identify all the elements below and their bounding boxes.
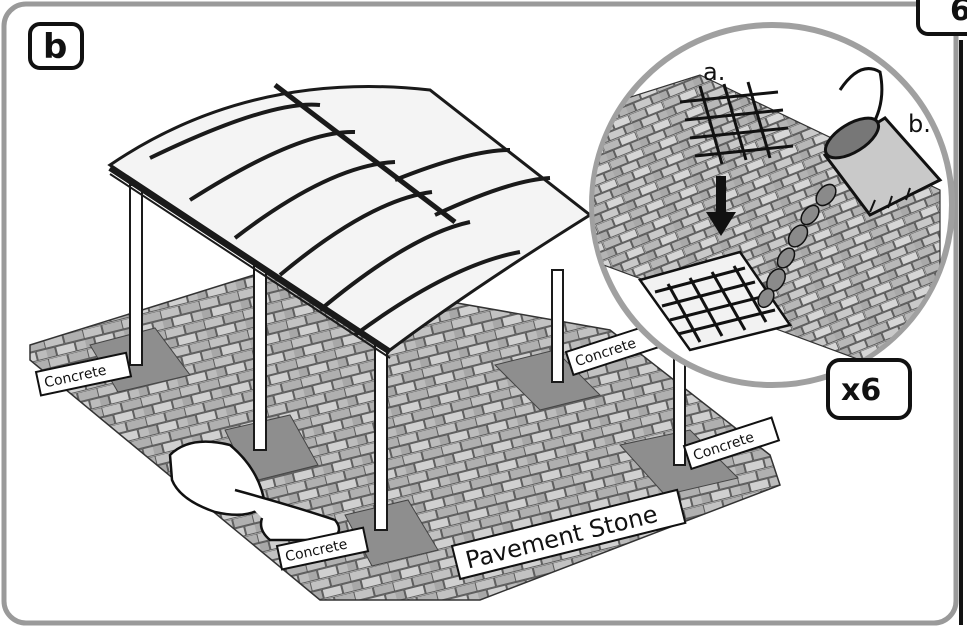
- post: [375, 345, 387, 530]
- post: [130, 185, 142, 365]
- mesh-label: a.: [703, 58, 725, 86]
- step-label: b: [43, 27, 67, 67]
- step-badge: b: [30, 24, 82, 68]
- next-step-number: 6: [950, 0, 967, 28]
- post: [254, 262, 266, 450]
- next-step-badge: 6: [918, 0, 967, 34]
- post: [552, 270, 563, 382]
- multiplier-text: x6: [841, 373, 881, 408]
- post: [674, 350, 685, 465]
- multiplier-badge: x6: [828, 360, 910, 418]
